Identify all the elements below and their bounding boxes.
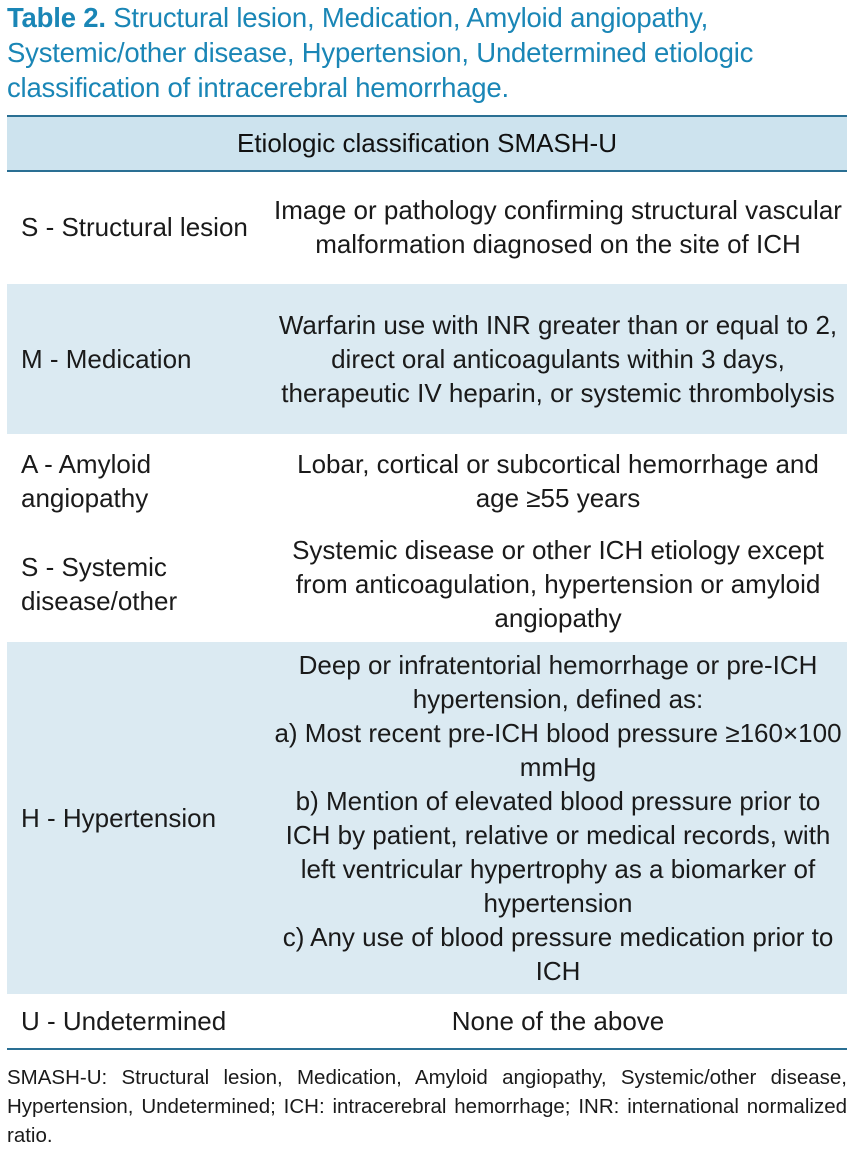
caption-text: Structural lesion, Medication, Amyloid a… <box>7 2 754 103</box>
table-bottom-rule <box>7 1048 847 1050</box>
row-code: A - Amyloid angiopathy <box>21 449 152 513</box>
table-caption: Table 2. Structural lesion, Medication, … <box>7 0 847 105</box>
desc-line: Deep or infratentorial hemorrhage or pre… <box>298 650 818 714</box>
table-row: S - Systemic disease/other Systemic dise… <box>7 528 847 642</box>
row-description: Image or pathology confirming structural… <box>274 195 842 259</box>
row-code: S - Structural lesion <box>21 212 248 242</box>
row-description: None of the above <box>451 1006 665 1036</box>
table-row: U - Undetermined None of the above <box>7 996 847 1048</box>
desc-line: a) Most recent pre-ICH blood pressure ≥1… <box>274 718 842 782</box>
desc-line: c) Any use of blood pressure medication … <box>282 922 834 986</box>
row-description: Deep or infratentorial hemorrhage or pre… <box>269 648 847 988</box>
row-description: Lobar, cortical or subcortical hemorrhag… <box>297 449 819 513</box>
row-code: H - Hypertension <box>21 803 217 833</box>
row-description: Systemic disease or other ICH etiology e… <box>292 535 824 633</box>
table-top-rule <box>7 115 847 117</box>
desc-line: b) Mention of elevated blood pressure pr… <box>285 786 831 918</box>
table-row: H - Hypertension Deep or infratentorial … <box>7 642 847 996</box>
table-row: M - Medication Warfarin use with INR gre… <box>7 284 847 436</box>
row-code: S - Systemic disease/other <box>21 552 178 616</box>
row-code: M - Medication <box>21 344 192 374</box>
caption-label: Table 2. <box>7 2 106 33</box>
table-row: S - Structural lesion Image or pathology… <box>7 172 847 284</box>
table-row: A - Amyloid angiopathy Lobar, cortical o… <box>7 436 847 528</box>
row-description: Warfarin use with INR greater than or eq… <box>278 310 838 408</box>
row-code: U - Undetermined <box>21 1006 227 1036</box>
etiology-table: Etiologic classification SMASH-U S - Str… <box>7 115 847 1050</box>
table-header: Etiologic classification SMASH-U <box>7 117 847 172</box>
table-footnote: SMASH-U: Structural lesion, Medication, … <box>7 1066 847 1147</box>
